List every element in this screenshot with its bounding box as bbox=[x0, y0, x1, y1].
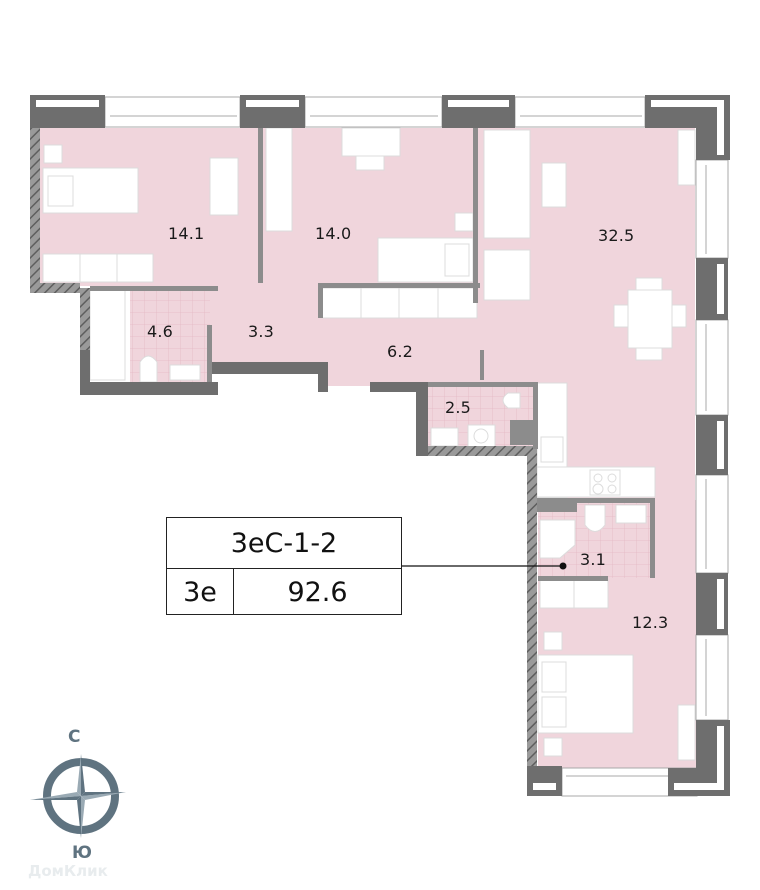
room-area-bedroom-1: 14.1 bbox=[168, 224, 205, 243]
room-area-living-kitchen: 32.5 bbox=[598, 226, 635, 245]
hatched-walls bbox=[30, 128, 537, 766]
compass-north-label: С bbox=[68, 727, 81, 747]
room-area-bathroom-1: 4.6 bbox=[147, 322, 174, 341]
apartment-code: 3eC-1-2 bbox=[167, 518, 401, 569]
leader-dot bbox=[559, 562, 567, 570]
partitions bbox=[90, 128, 655, 581]
apartment-type: 3e bbox=[167, 569, 234, 615]
apartment-summary-row: 3e 92.6 bbox=[167, 569, 401, 615]
room-area-wc: 2.5 bbox=[445, 398, 472, 417]
apartment-info-table: 3eC-1-2 3e 92.6 bbox=[166, 517, 402, 615]
room-area-hall: 3.3 bbox=[248, 322, 275, 341]
room-area-corridor: 6.2 bbox=[387, 342, 414, 361]
compass-icon bbox=[30, 754, 126, 838]
watermark: ДомКлик bbox=[28, 862, 108, 880]
apartment-total-area: 92.6 bbox=[287, 576, 348, 608]
room-area-bedroom-2: 14.0 bbox=[315, 224, 352, 243]
room-area-bathroom-2: 3.1 bbox=[580, 550, 607, 569]
furniture bbox=[42, 127, 696, 761]
wall-slots bbox=[36, 100, 724, 790]
compass-south-label: Ю bbox=[72, 843, 92, 863]
interior-walls bbox=[80, 350, 428, 456]
room-area-bedroom-3: 12.3 bbox=[632, 613, 669, 632]
